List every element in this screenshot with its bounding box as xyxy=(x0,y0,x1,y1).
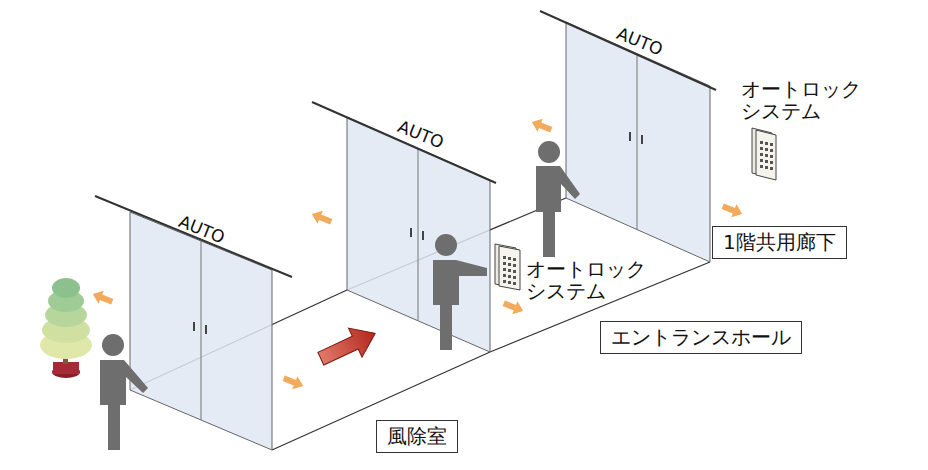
key xyxy=(765,142,768,145)
key xyxy=(513,276,516,279)
key xyxy=(513,258,516,261)
keypad xyxy=(495,244,520,290)
key xyxy=(770,149,773,152)
key xyxy=(508,263,511,266)
key xyxy=(760,153,763,156)
key xyxy=(503,268,506,271)
key xyxy=(503,280,506,283)
area-name: 1階共用廊下 xyxy=(723,230,836,254)
key xyxy=(770,167,773,170)
key xyxy=(765,166,768,169)
key xyxy=(765,160,768,163)
key xyxy=(760,159,763,162)
area-name: 風除室 xyxy=(387,424,447,448)
auto-door xyxy=(540,11,716,262)
direction-arrow xyxy=(314,319,382,373)
key xyxy=(760,165,763,168)
key xyxy=(513,270,516,273)
key xyxy=(770,155,773,158)
key xyxy=(508,269,511,272)
device-label: オートロック システム xyxy=(741,78,871,122)
person xyxy=(100,334,148,450)
key xyxy=(508,257,511,260)
area-label-box: 1階共用廊下 xyxy=(712,226,847,259)
key xyxy=(765,148,768,151)
key xyxy=(760,141,763,144)
keypad xyxy=(752,128,776,180)
plant xyxy=(40,278,92,378)
key xyxy=(503,256,506,259)
key xyxy=(765,154,768,157)
area-label-box: 風除室 xyxy=(376,420,458,453)
device-label: オートロック システム xyxy=(526,258,656,302)
person xyxy=(433,234,487,350)
auto-door xyxy=(312,102,496,352)
area-label-box: エントランスホール xyxy=(600,321,802,354)
auto-door xyxy=(95,196,292,450)
area-name: エントランスホール xyxy=(611,325,791,349)
key xyxy=(503,262,506,265)
key xyxy=(770,161,773,164)
key xyxy=(513,264,516,267)
person xyxy=(536,141,580,257)
key xyxy=(508,275,511,278)
key xyxy=(760,147,763,150)
key xyxy=(513,282,516,285)
key xyxy=(508,281,511,284)
key xyxy=(503,274,506,277)
key xyxy=(770,143,773,146)
